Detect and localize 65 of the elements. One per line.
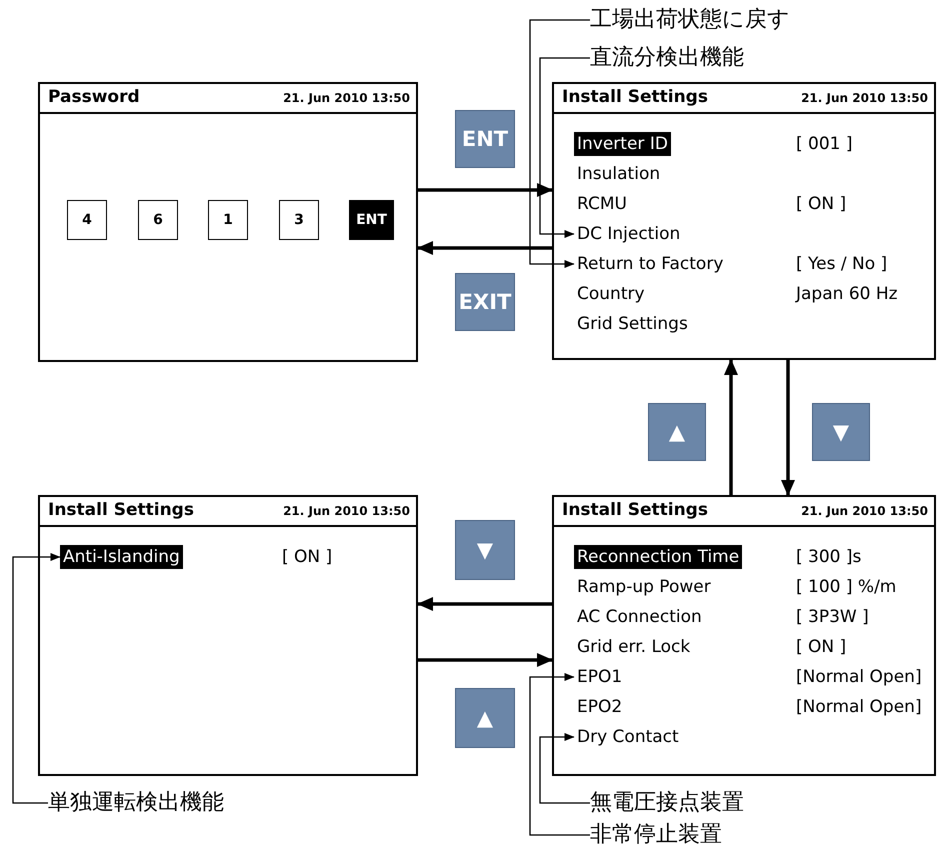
leader-line (529, 19, 590, 268)
screen-title: Install Settings (562, 87, 708, 107)
arrow (417, 597, 552, 611)
annotation-label: 非常停止装置 (590, 819, 722, 851)
timestamp: 21. Jun 2010 13:50 (283, 91, 410, 105)
screen-title: Install Settings (562, 500, 708, 520)
menu-item: AC Connection (574, 605, 705, 629)
menu-item: EPO2 (574, 695, 626, 719)
exit-button: EXIT (455, 273, 515, 331)
enter-key: ENT (349, 200, 394, 240)
menu-item: RCMU (574, 192, 630, 216)
leader-line (529, 673, 590, 836)
setting-value: [ ON ] (282, 545, 332, 569)
timestamp: 21. Jun 2010 13:50 (801, 91, 928, 105)
digit-key: 1 (208, 200, 248, 240)
setting-value: [ 3P3W ] (796, 605, 869, 629)
setting-value: [Normal Open] (796, 665, 922, 689)
leader-line (539, 733, 590, 804)
menu-item: Return to Factory (574, 252, 726, 276)
menu-item: EPO1 (574, 665, 626, 689)
screen-panel (38, 495, 418, 776)
leader-line (539, 57, 590, 238)
menu-item: Grid Settings (574, 312, 691, 336)
setting-value: [ 100 ] %/m (796, 575, 896, 599)
selected-menu-item: Inverter ID (574, 132, 671, 156)
annotation-label: 無電圧接点装置 (590, 787, 744, 819)
arrow (724, 359, 738, 495)
arrow (418, 653, 553, 667)
screen-title: Install Settings (48, 500, 194, 520)
annotation-label: 工場出荷状態に戻す (590, 4, 790, 36)
down-button: ▼ (812, 403, 870, 461)
menu-item: Dry Contact (574, 725, 682, 749)
annotation-label: 単独運転検出機能 (48, 787, 224, 819)
down-button: ▼ (455, 520, 515, 580)
digit-key: 3 (279, 200, 319, 240)
menu-item: Ramp-up Power (574, 575, 714, 599)
arrow (417, 241, 552, 255)
screen-panel (552, 82, 936, 360)
timestamp: 21. Jun 2010 13:50 (801, 504, 928, 518)
menu-item: Insulation (574, 162, 664, 186)
digit-key: 6 (138, 200, 178, 240)
menu-item: DC Injection (574, 222, 684, 246)
selected-menu-item: Anti-Islanding (60, 545, 183, 569)
enter-button: ENT (455, 110, 515, 168)
arrow (418, 183, 553, 197)
selected-menu-item: Reconnection Time (574, 545, 742, 569)
leader-line (12, 553, 60, 804)
setting-value: [ Yes / No ] (796, 252, 888, 276)
setting-value: Japan 60 Hz (796, 282, 898, 306)
menu-item: Grid err. Lock (574, 635, 694, 659)
screen-panel (38, 82, 418, 362)
setting-value: [ ON ] (796, 635, 846, 659)
digit-key: 4 (67, 200, 107, 240)
setting-value: [Normal Open] (796, 695, 922, 719)
setting-value: [ 001 ] (796, 132, 853, 156)
up-button: ▲ (648, 403, 706, 461)
arrow (781, 360, 795, 496)
screen-panel (552, 495, 936, 776)
timestamp: 21. Jun 2010 13:50 (283, 504, 410, 518)
setting-value: [ 300 ]s (796, 545, 862, 569)
up-button: ▲ (455, 688, 515, 748)
screen-title: Password (48, 87, 140, 107)
menu-item: Country (574, 282, 648, 306)
setting-value: [ ON ] (796, 192, 846, 216)
annotation-label: 直流分検出機能 (590, 42, 744, 74)
